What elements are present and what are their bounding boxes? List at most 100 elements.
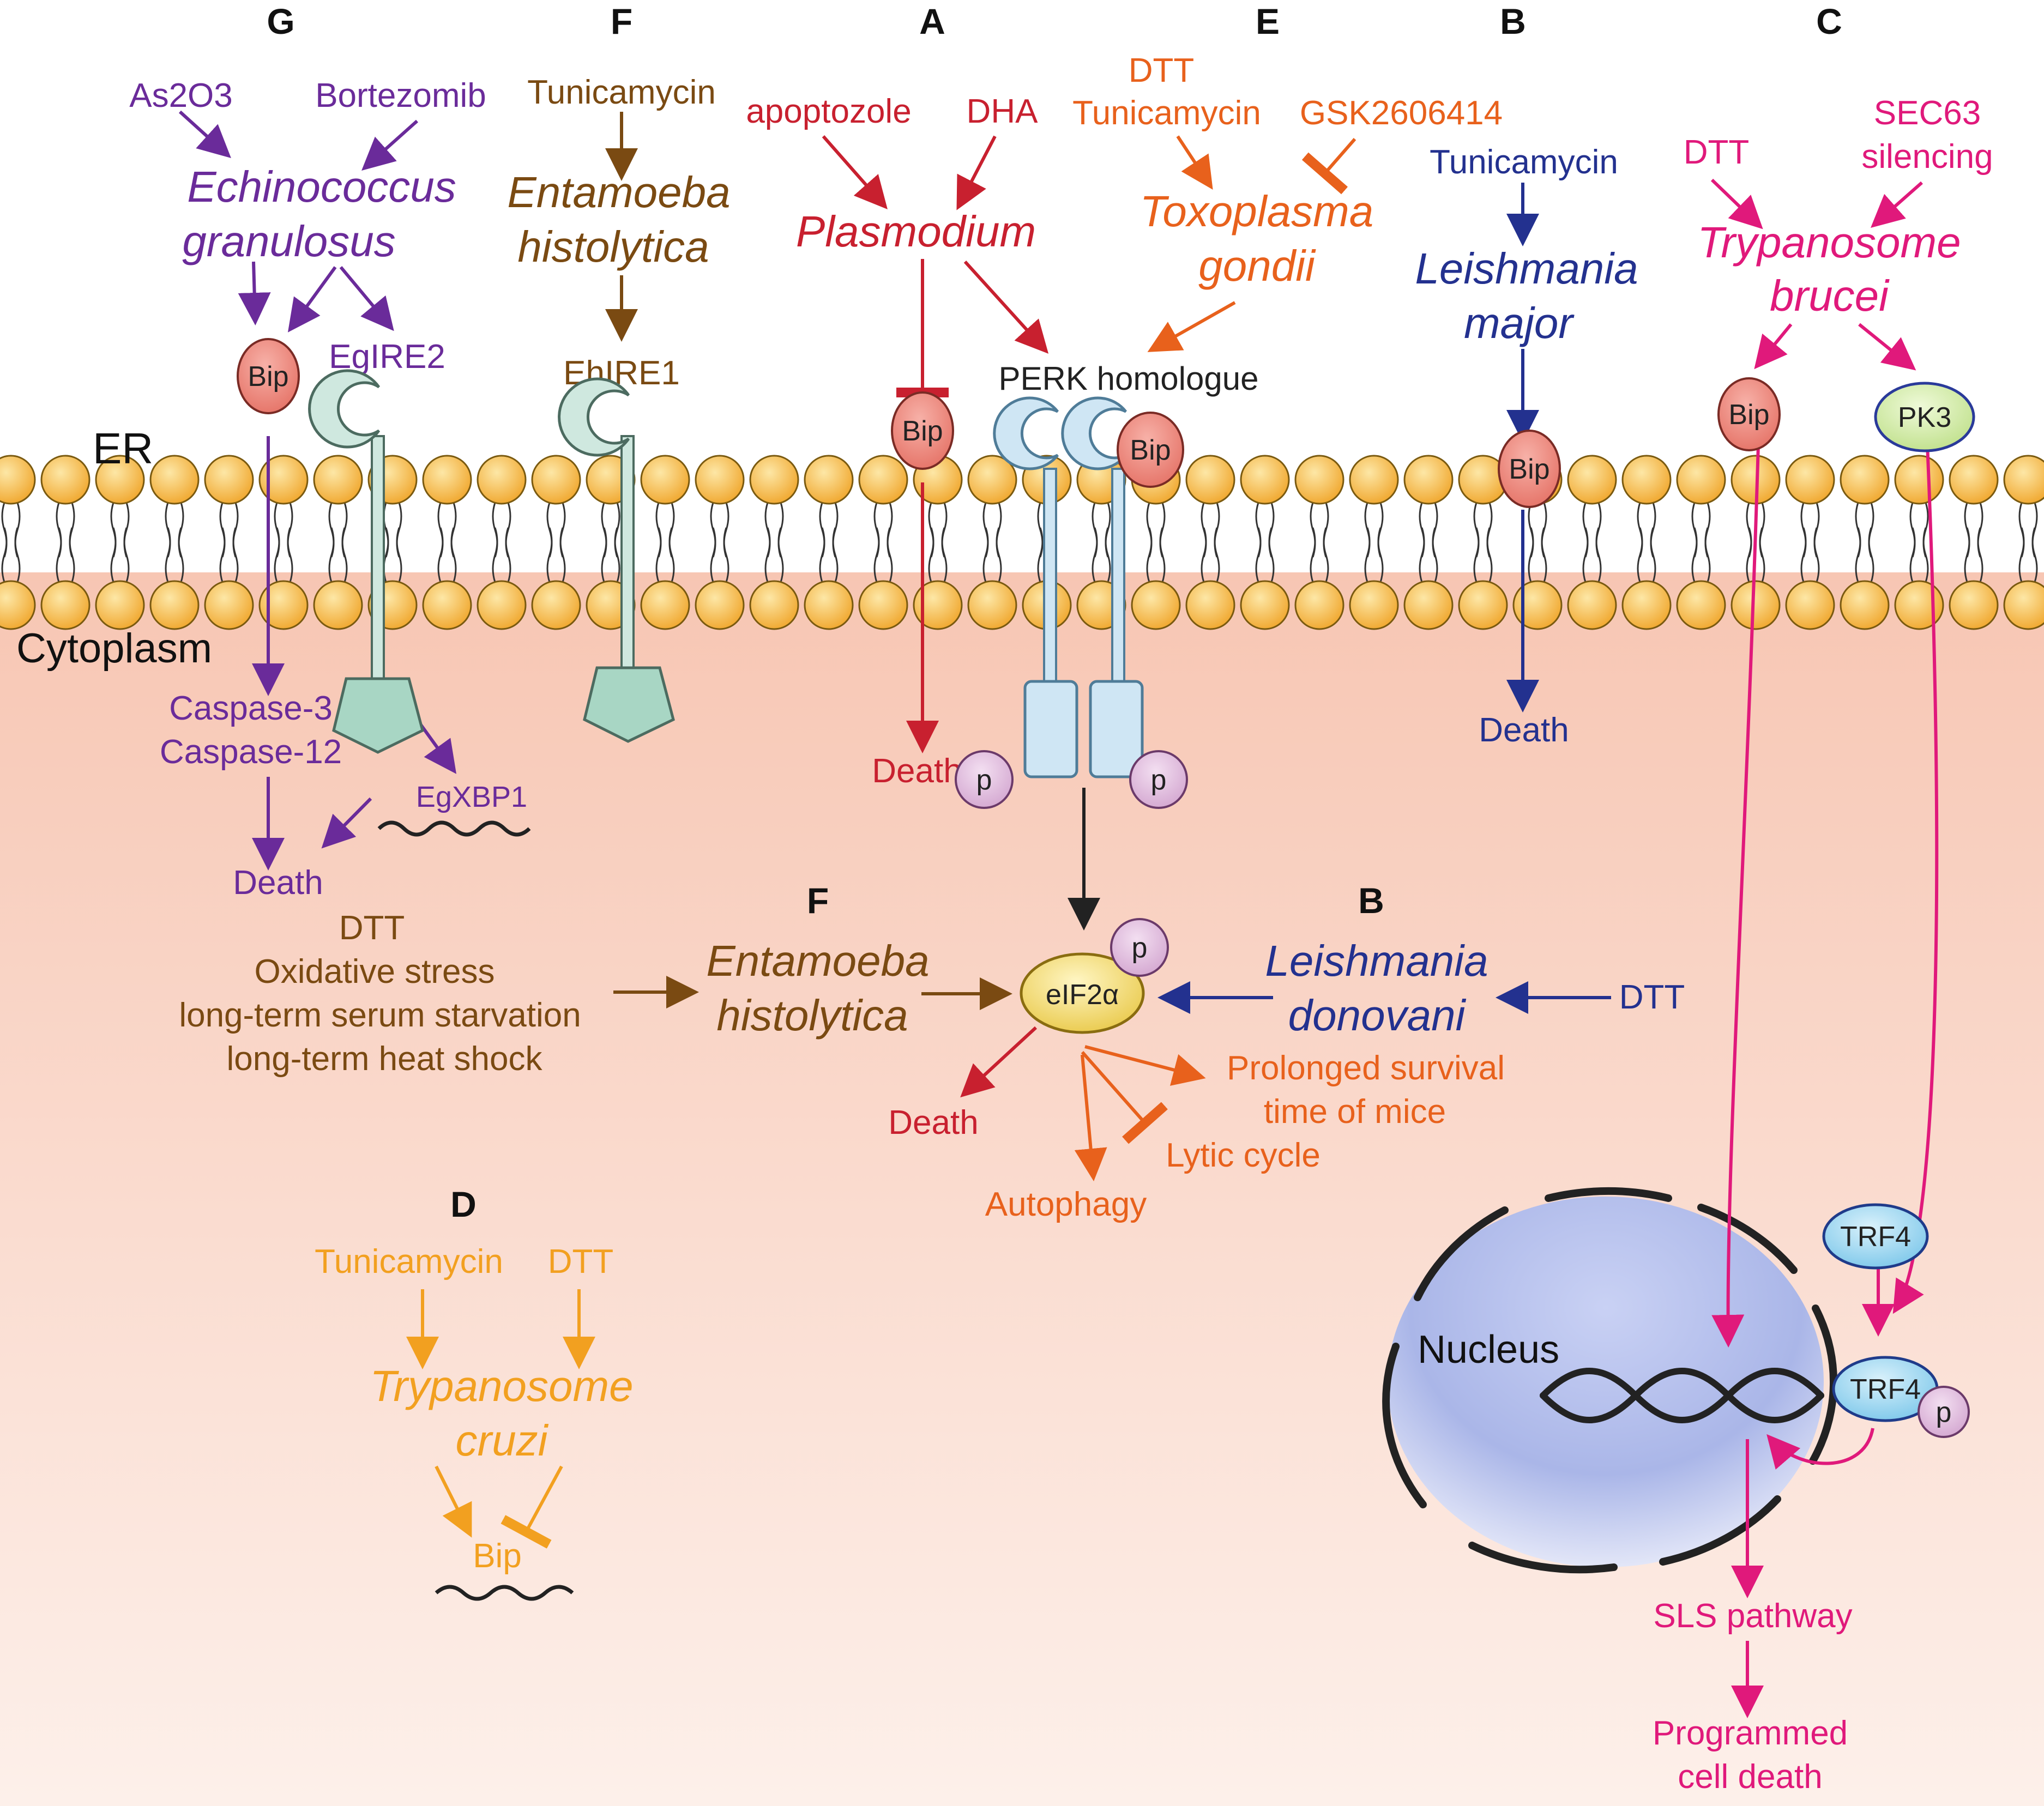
g-species-line2: granulosus <box>182 217 395 265</box>
eif2a-death: Death <box>888 1104 978 1141</box>
bip-node-c: Bip <box>1717 377 1781 451</box>
eif2a-label: eIF2α <box>1046 979 1119 1011</box>
g-caspase-3: Caspase-3 <box>169 690 333 727</box>
panel-b-mid: Leishmania donovani DTT <box>1265 937 1685 1040</box>
trf4-node-top: TRF4 <box>1822 1203 1929 1270</box>
eif2a-survival-line2: time of mice <box>1264 1093 1446 1131</box>
eif2a-arrows <box>960 788 1206 1181</box>
p-label-trf4: p <box>1936 1397 1952 1428</box>
panel-b-top: Tunicamycin Leishmania major Death <box>1415 143 1638 749</box>
dna-helix-icon <box>1540 1368 1824 1423</box>
er-label: ER <box>93 424 153 473</box>
panel-letter-b-mid: B <box>1358 880 1384 921</box>
bip-node-g: Bip <box>237 338 300 414</box>
trf4-node-bottom: TRF4 <box>1832 1356 1939 1422</box>
a-death: Death <box>872 752 962 790</box>
bip-label-a: Bip <box>902 415 943 447</box>
d-inducer-tunicamycin: Tunicamycin <box>315 1243 503 1280</box>
f-mid-species-line2: histolytica <box>716 991 908 1040</box>
c-inducer-dtt: DTT <box>1684 134 1750 171</box>
g-caspase-12: Caspase-12 <box>160 733 342 771</box>
perk-label: PERK homologue <box>999 360 1259 397</box>
panel-f-top: Tunicamycin Entamoeba histolytica EhIRE1 <box>507 74 730 392</box>
e-inhibitor-gsk2606414: GSK2606414 <box>1300 94 1503 132</box>
eif2a-node: eIF2α <box>1020 952 1145 1034</box>
f-top-species-line1: Entamoeba <box>507 168 730 216</box>
p-label-eif2a: p <box>1132 932 1148 964</box>
egire2-sensor-icon <box>308 369 424 754</box>
panel-g: As2O3 Bortezomib Echinococcus granulosus… <box>129 77 527 902</box>
c-inducer-sec63-line1: SEC63 <box>1874 94 1981 132</box>
nucleus-label: Nucleus <box>1418 1328 1559 1372</box>
c-pcd-line1: Programmed <box>1653 1714 1848 1752</box>
p-label-perk-left: p <box>976 764 992 796</box>
d-bip-mrna-icon <box>435 1585 574 1601</box>
b-top-species-line2: major <box>1464 299 1575 347</box>
f-mid-stress-dtt: DTT <box>339 909 405 947</box>
c-sls-pathway: SLS pathway <box>1653 1597 1852 1635</box>
a-inducer-apoptozole: apoptozole <box>746 93 911 130</box>
cytoplasm-label: Cytoplasm <box>16 625 212 672</box>
b-mid-species-line1: Leishmania <box>1265 937 1488 985</box>
b-mid-inducer-dtt: DTT <box>1619 978 1685 1016</box>
panel-letter-f-top: F <box>611 1 632 41</box>
g-inducer-as2o3: As2O3 <box>129 77 233 114</box>
f-mid-stress-starvation: long-term serum starvation <box>179 996 581 1034</box>
bip-label-b: Bip <box>1509 454 1549 485</box>
c-species-line2: brucei <box>1770 271 1890 320</box>
eif2a-survival-line1: Prolonged survival <box>1227 1049 1505 1087</box>
panel-a-arrows <box>822 135 1049 753</box>
bip-node-perk: Bip <box>1117 412 1184 488</box>
f-mid-species-line1: Entamoeba <box>706 937 929 985</box>
bip-label-perk: Bip <box>1130 434 1171 466</box>
panel-d-arrows <box>406 1289 595 1549</box>
b-top-death: Death <box>1479 711 1569 749</box>
panel-letter-g: G <box>267 1 294 41</box>
f-top-species-line2: histolytica <box>517 222 709 271</box>
phospho-node-perk-right: p <box>1129 750 1188 809</box>
bip-label-c: Bip <box>1728 399 1769 431</box>
d-species-line1: Trypanosome <box>370 1362 633 1410</box>
bip-node-b: Bip <box>1498 430 1561 508</box>
g-species-line1: Echinococcus <box>187 162 456 211</box>
phospho-node-trf4: p <box>1918 1386 1970 1438</box>
p-label-perk-right: p <box>1151 764 1167 796</box>
f-mid-stress-oxidative: Oxidative stress <box>254 953 495 990</box>
b-top-species-line1: Leishmania <box>1415 244 1638 293</box>
ehire1-sensor-icon <box>558 377 675 743</box>
panel-a: apoptozole DHA Plasmodium Death <box>746 93 1038 790</box>
d-bip-mrna: Bip <box>473 1537 522 1575</box>
panel-c-arrows <box>1710 178 1939 1718</box>
nucleus <box>1382 1187 1838 1574</box>
c-pcd-line2: cell death <box>1678 1758 1822 1796</box>
e-species-line1: Toxoplasma <box>1140 187 1373 235</box>
g-xbp1: EgXBP1 <box>416 781 527 813</box>
panel-letter-b-top: B <box>1500 1 1526 41</box>
panel-f-mid: DTT Oxidative stress long-term serum sta… <box>179 909 929 1078</box>
trf4-label-top: TRF4 <box>1840 1221 1911 1253</box>
eif2a-autophagy: Autophagy <box>985 1186 1147 1223</box>
phospho-node-eif2a: p <box>1110 918 1169 977</box>
g-death: Death <box>233 864 323 902</box>
eif2a-outcomes: Death Prolonged survival time of mice Ly… <box>888 1049 1505 1223</box>
panel-f-mid-arrows <box>613 976 1012 1010</box>
bip-label-g: Bip <box>248 361 288 392</box>
phospho-node-perk-left: p <box>955 750 1014 809</box>
panel-letter-c: C <box>1816 1 1842 41</box>
d-inducer-dtt: DTT <box>548 1243 614 1280</box>
c-inducer-sec63-line2: silencing <box>1861 138 1993 176</box>
perk-dimer-icon <box>993 396 1144 778</box>
e-inducer-tunicamycin: Tunicamycin <box>1072 94 1261 132</box>
panel-letter-f-mid: F <box>807 880 829 921</box>
bip-node-a: Bip <box>891 391 954 470</box>
b-mid-species-line2: donovani <box>1288 991 1467 1040</box>
panel-e: DTT Tunicamycin GSK2606414 Toxoplasma go… <box>1072 52 1503 290</box>
pk3-label: PK3 <box>1898 402 1951 433</box>
g-xbp1-mrna-icon <box>377 820 531 837</box>
panel-letter-e: E <box>1256 1 1280 41</box>
panel-letter-a: A <box>919 1 945 41</box>
e-inducer-dtt: DTT <box>1129 52 1195 89</box>
panel-c: DTT SEC63 silencing Trypanosome brucei S… <box>1653 94 1993 1796</box>
g-inducer-bortezomib: Bortezomib <box>315 77 486 114</box>
